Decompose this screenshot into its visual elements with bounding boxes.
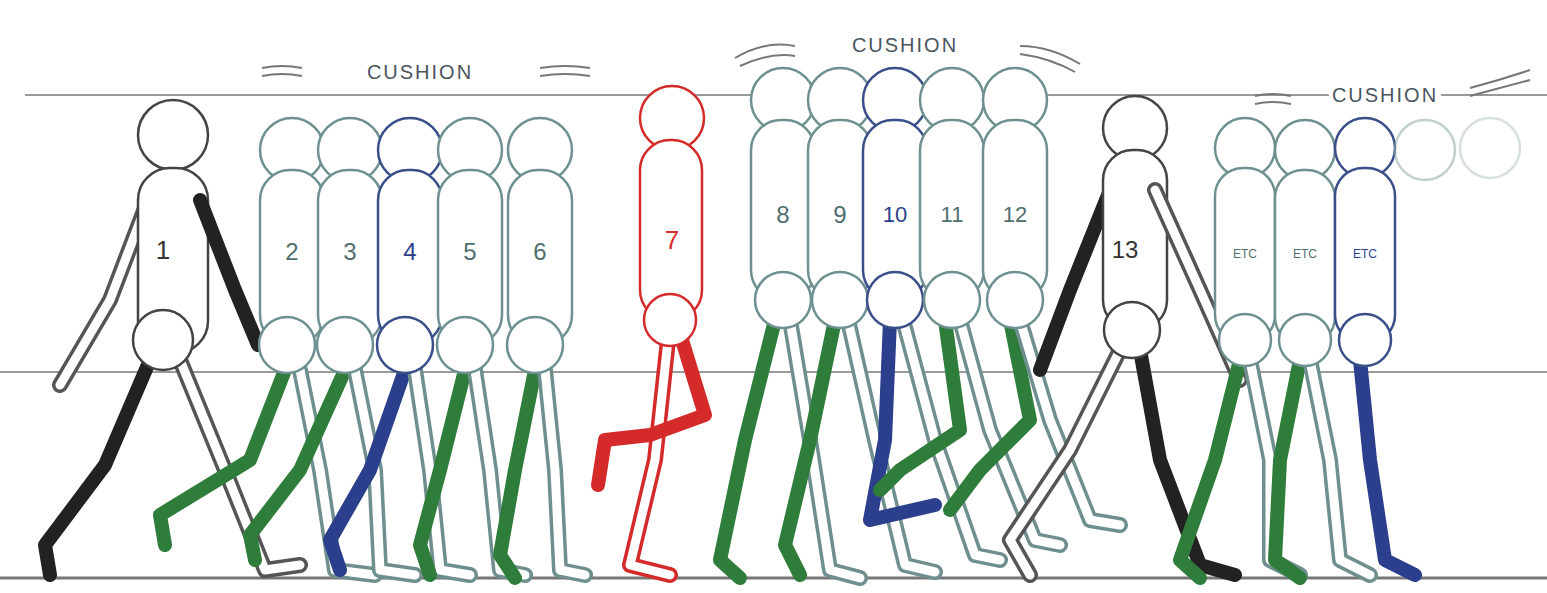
frame-number: 7	[662, 226, 682, 255]
frame-number: 11	[938, 203, 967, 227]
walk-figure-legs	[720, 320, 1120, 578]
walk-figure-legs	[160, 370, 585, 578]
frame-number: 12	[1000, 203, 1030, 227]
walk-figure-bodies	[259, 118, 572, 373]
frame-number: 2	[282, 239, 301, 265]
phase-label: CUSHION	[1329, 84, 1441, 106]
frame-number: 8	[773, 202, 792, 228]
frame-number: 9	[830, 202, 849, 228]
phase-label: CUSHION	[849, 34, 961, 56]
walk-figure-bodies	[1215, 118, 1520, 366]
frame-number: 3	[340, 239, 359, 265]
passing-figure	[598, 86, 705, 575]
frame-number: 10	[880, 203, 910, 227]
frame-number: 6	[530, 239, 549, 265]
etc-label: ETC	[1350, 248, 1380, 261]
etc-label: ETC	[1290, 248, 1320, 261]
walk-figure-legs	[1180, 360, 1415, 578]
frame-number: 4	[400, 239, 419, 265]
walk-figure-bodies	[751, 68, 1047, 328]
frame-number: 5	[460, 239, 479, 265]
guide-lines	[0, 95, 1547, 578]
etc-label: ETC	[1230, 248, 1260, 261]
phase-label: CUSHION	[364, 61, 476, 83]
frame-number: 1	[153, 236, 173, 265]
frame-number: 13	[1109, 237, 1142, 263]
